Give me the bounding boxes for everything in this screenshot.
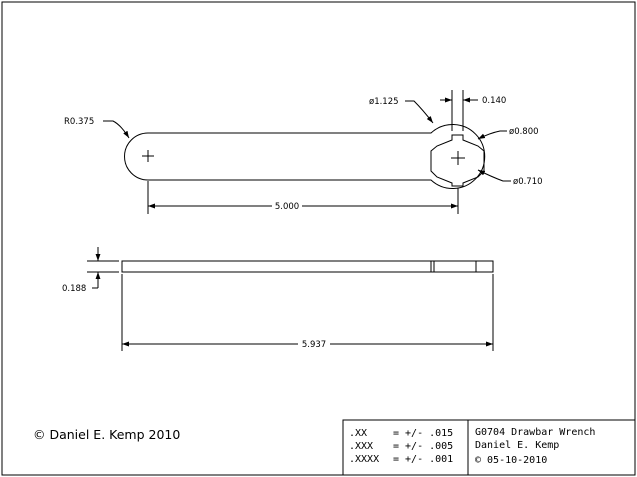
label-thickness-0188: 0.188: [62, 284, 86, 294]
tolerance-value-3: = +/- .001: [393, 454, 453, 465]
top-view: [103, 90, 511, 214]
tolerance-value-2: = +/- .005: [393, 441, 453, 452]
label-dia-0710: ø0.710: [513, 177, 543, 187]
side-view-bar: [121, 260, 494, 273]
tolerance-value-1: = +/- .015: [393, 428, 453, 439]
copyright-note: © Daniel E. Kemp 2010: [33, 427, 180, 442]
tolerance-format-2: .XXX: [349, 441, 373, 452]
author-name: Daniel E. Kemp: [475, 440, 559, 451]
side-view: [87, 247, 494, 351]
tolerance-format-3: .XXXX: [349, 454, 379, 465]
label-radius-r0375: R0.375: [64, 117, 94, 127]
title-block-frame: [342, 419, 636, 476]
leader-dia-0800: [477, 130, 507, 140]
leader-r0375: [103, 120, 130, 139]
leader-dia-0710: [477, 169, 511, 182]
label-key-width-0140: 0.140: [482, 96, 506, 106]
label-overall-length-5937: 5.937: [302, 340, 326, 350]
label-dia-0800: ø0.800: [509, 127, 539, 137]
wrench-opening: [430, 134, 485, 187]
part-title: G0704 Drawbar Wrench: [475, 427, 595, 438]
label-dia-1125: ø1.125: [369, 97, 399, 107]
drawing-date: © 05-10-2010: [475, 455, 547, 466]
leader-dia-1125: [405, 100, 434, 124]
tolerance-format-1: .XX: [349, 428, 367, 439]
label-center-distance-5000: 5.000: [275, 202, 299, 212]
title-block: [342, 419, 636, 476]
